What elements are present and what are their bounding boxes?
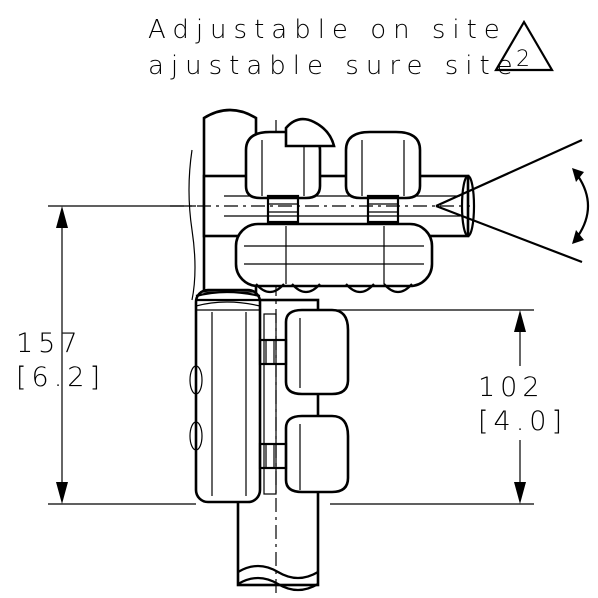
dimension-lower-in: [4.0] xyxy=(478,406,567,437)
dimension-overall-mm: 157 xyxy=(16,328,83,359)
adjustment-angle-indicator xyxy=(435,138,589,264)
upper-knob-back xyxy=(284,117,336,148)
left-clamp-body xyxy=(188,108,262,504)
lower-knob-top xyxy=(258,308,350,396)
dimension-overall-height: 157 [6.2] xyxy=(16,205,196,505)
note-adjustable-en: Adjustable on site xyxy=(148,15,507,45)
dimension-lower-mm: 102 xyxy=(478,372,545,403)
upper-knob-left xyxy=(244,130,322,224)
dimension-overall-in: [6.2] xyxy=(16,362,105,393)
revision-number: 2 xyxy=(516,47,530,72)
revision-triangle-icon: 2 xyxy=(494,19,554,72)
note-adjustable-fr: ajustable sure site xyxy=(148,51,520,81)
lower-clamp-plate xyxy=(263,313,277,495)
upper-knob-right xyxy=(344,130,422,224)
dimension-lower-height: 102 [4.0] xyxy=(330,309,567,505)
upper-clamp-bar xyxy=(234,222,434,294)
lower-knob-bottom xyxy=(258,414,350,494)
